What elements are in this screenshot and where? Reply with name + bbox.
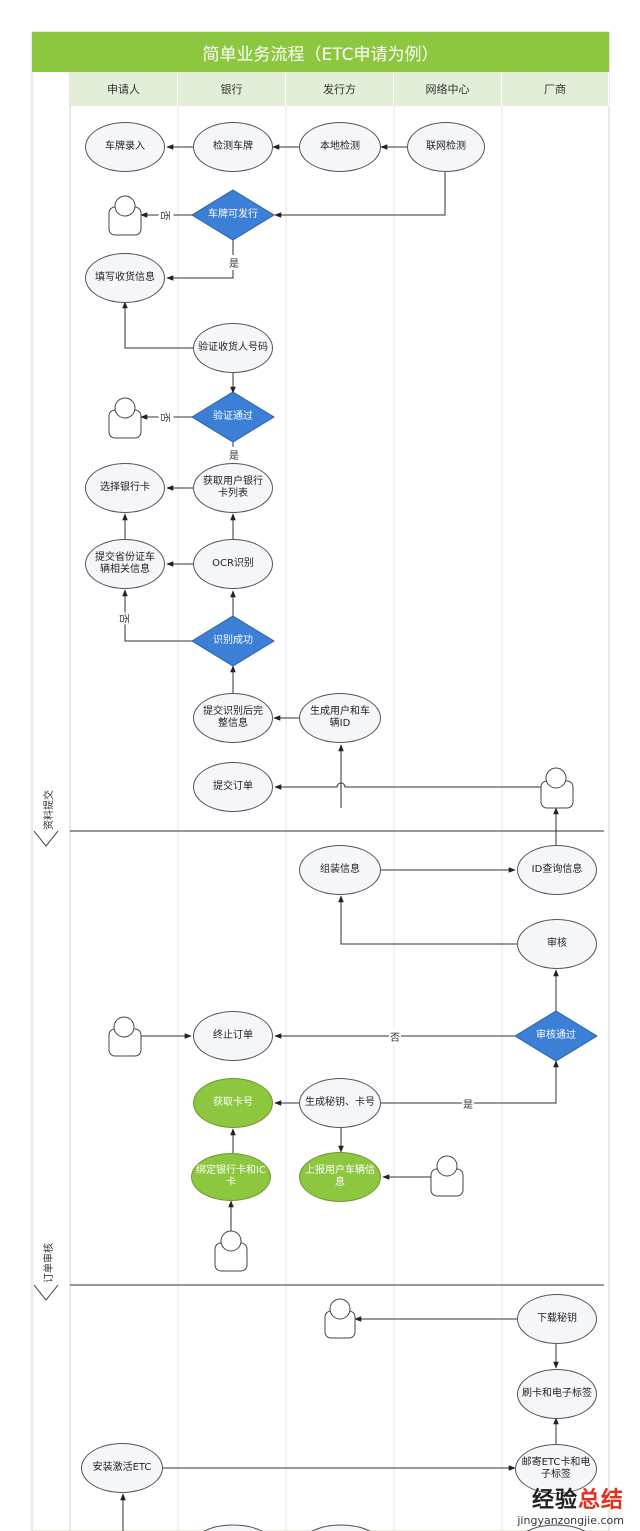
node-plate-entry: 车牌录入	[85, 122, 165, 172]
node-get-card-number: 获取卡号	[193, 1078, 273, 1128]
person-icon	[108, 195, 142, 236]
phase-label-order-review: 订单审核	[44, 1243, 55, 1283]
node-mail-etc: 邮寄ETC卡和电子标签	[515, 1444, 597, 1494]
node-gen-key-card: 生成秘钥、卡号	[299, 1078, 381, 1128]
node-terminate-order: 终止订单	[193, 1011, 273, 1061]
edge-label-no: 否	[158, 411, 174, 424]
node-submit-order: 提交订单	[193, 762, 273, 812]
decision-review-pass	[514, 1010, 598, 1062]
person-icon	[214, 1230, 248, 1272]
node-id-query: ID查询信息	[517, 845, 597, 895]
lane-header-bank: 银行	[178, 72, 286, 106]
decision-recognize-ok-label: 识别成功	[213, 635, 253, 646]
cut-node	[311, 1524, 371, 1531]
node-assemble-info: 组装信息	[299, 845, 381, 895]
decision-verify-pass	[191, 391, 275, 443]
edge-label-yes: 是	[462, 1096, 474, 1111]
node-verify-phone: 验证收货人号码	[193, 323, 273, 373]
person-icon	[324, 1298, 356, 1339]
cut-node	[203, 1524, 263, 1531]
node-gen-user-vehicle-id: 生成用户和车辆ID	[299, 693, 381, 743]
lane-header-applicant: 申请人	[70, 72, 178, 106]
phase-label-submission: 资料提交	[44, 790, 55, 830]
person-icon	[108, 397, 142, 439]
diagram-title: 简单业务流程（ETC申请为例）	[32, 32, 609, 72]
node-submit-id-info: 提交省份证车辆相关信息	[85, 539, 165, 589]
node-submit-complete: 提交识别后完整信息	[193, 693, 273, 743]
lane-header-issuer: 发行方	[286, 72, 394, 106]
edge-label-yes: 是	[228, 447, 240, 462]
decision-verify-pass-label: 验证通过	[213, 411, 253, 422]
node-fill-delivery: 填写收货信息	[85, 253, 165, 303]
cut-node	[526, 1524, 586, 1531]
watermark-brand-b: 总结	[577, 1487, 624, 1513]
node-report-vehicle-info: 上报用户车辆信息	[299, 1152, 381, 1202]
node-ocr: OCR识别	[193, 539, 273, 589]
decision-plate-issuable	[191, 189, 275, 241]
decision-review-pass-label: 审核通过	[536, 1030, 576, 1041]
edge-label-yes: 是	[228, 255, 240, 270]
node-network-check: 联网检测	[407, 122, 485, 172]
node-bind-cards: 绑定银行卡和IC卡	[191, 1153, 271, 1201]
node-swipe-and-tag: 刷卡和电子标签	[517, 1369, 597, 1419]
node-review: 审核	[517, 919, 597, 969]
person-icon	[430, 1155, 464, 1197]
decision-recognize-ok	[191, 615, 275, 667]
watermark-brand-a: 经验	[531, 1487, 578, 1513]
person-icon	[540, 767, 574, 809]
edge-label-no: 否	[389, 1029, 401, 1044]
node-download-key: 下载秘钥	[517, 1294, 597, 1344]
node-get-card-list: 获取用户银行卡列表	[193, 463, 273, 513]
node-select-card: 选择银行卡	[85, 463, 165, 513]
node-install-activate-etc: 安装激活ETC	[81, 1443, 163, 1493]
edge-label-no: 否	[117, 612, 133, 625]
lane-header-network-center: 网络中心	[394, 72, 502, 106]
person-icon	[108, 1016, 142, 1057]
watermark: 经验总结 jingyanzongjie.com	[517, 1482, 624, 1527]
lane-header-vendor: 厂商	[502, 72, 609, 106]
node-check-plate: 检测车牌	[193, 122, 273, 172]
node-local-check: 本地检测	[299, 122, 381, 172]
edge-label-no: 否	[158, 209, 174, 222]
watermark-url: jingyanzongjie.com	[517, 1514, 624, 1527]
decision-plate-issuable-label: 车牌可发行	[208, 209, 258, 220]
